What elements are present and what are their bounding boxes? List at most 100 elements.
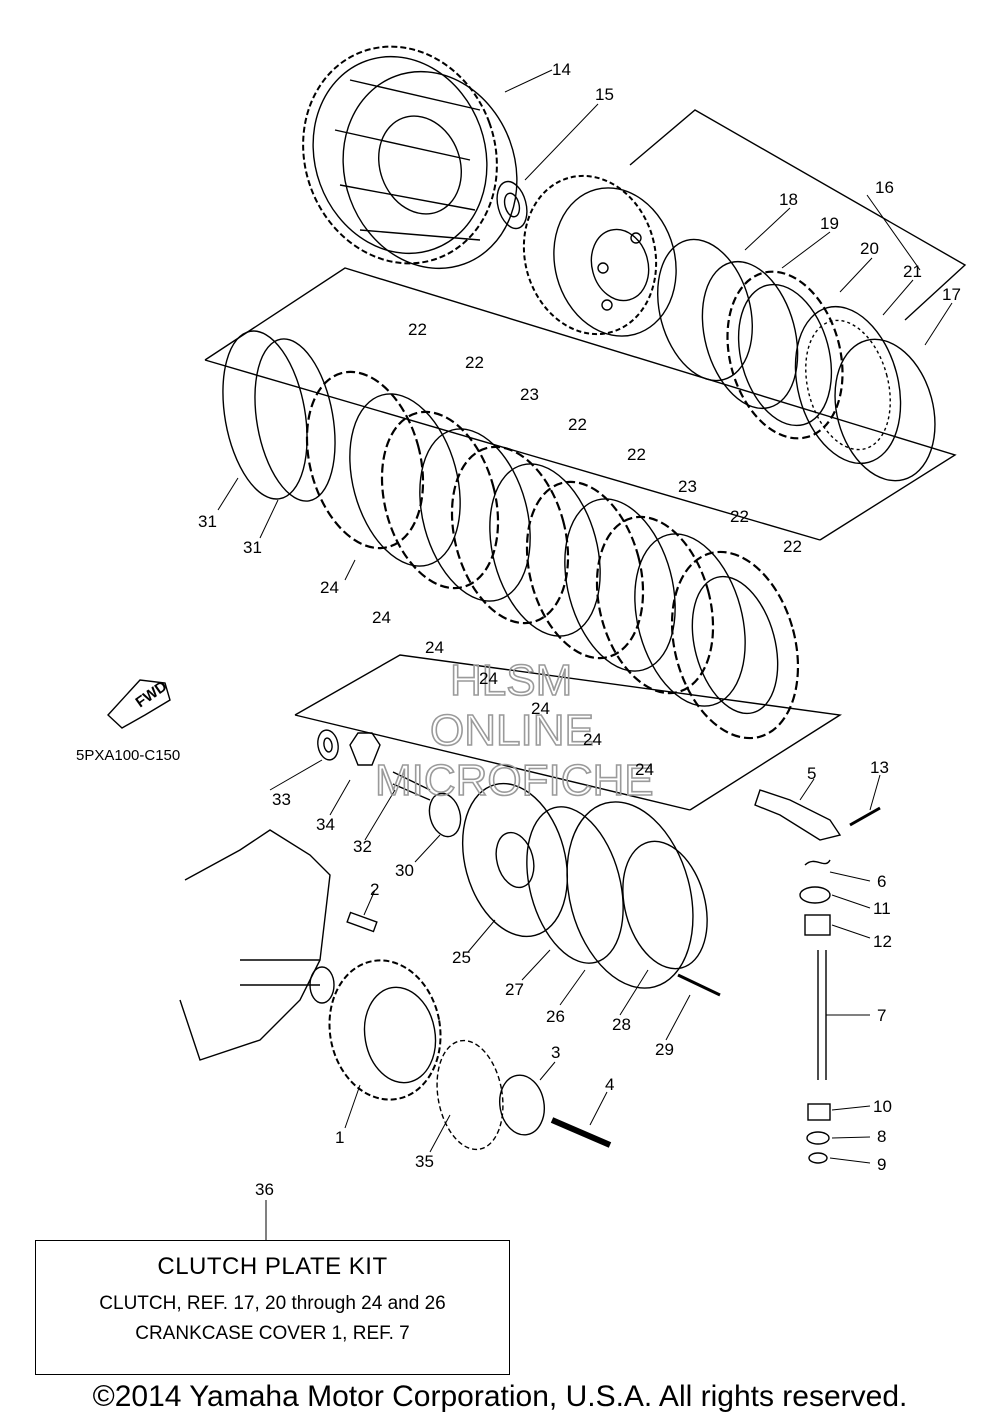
part-31-circlip-b bbox=[254, 338, 336, 502]
part-18-seat-plate bbox=[657, 238, 753, 382]
fwd-arrow-icon bbox=[107, 679, 171, 729]
callout-31-a: 31 bbox=[198, 512, 217, 531]
part-15-thrust-washer bbox=[496, 180, 528, 230]
callout-18: 18 bbox=[779, 190, 798, 209]
callout-12: 12 bbox=[873, 932, 892, 951]
callout-9: 9 bbox=[877, 1155, 886, 1174]
callout-8: 8 bbox=[877, 1127, 886, 1146]
part-16-clutch-boss bbox=[522, 174, 677, 337]
callout-23-b: 23 bbox=[678, 477, 697, 496]
part-9-clip bbox=[808, 1152, 828, 1164]
watermark-line-2: ONLINE bbox=[430, 706, 594, 755]
callout-24-a: 24 bbox=[320, 578, 339, 597]
part-13-bolt bbox=[849, 806, 881, 827]
callout-24-g: 24 bbox=[635, 760, 654, 779]
kit-description-line-1: CLUTCH, REF. 17, 20 through 24 and 26 bbox=[99, 1293, 446, 1314]
callout-22-c: 22 bbox=[568, 415, 587, 434]
callout-6: 6 bbox=[877, 872, 886, 891]
part-5-lever bbox=[754, 789, 842, 841]
callout-30: 30 bbox=[395, 861, 414, 880]
callout-24-f: 24 bbox=[583, 730, 602, 749]
part-4-bolt bbox=[550, 1117, 612, 1148]
callout-22-a: 22 bbox=[408, 320, 427, 339]
callout-22-d: 22 bbox=[627, 445, 646, 464]
part-1-gear-hub bbox=[363, 986, 437, 1084]
part-33-lock-washer-hole bbox=[323, 737, 333, 753]
bracket-16 bbox=[629, 109, 967, 321]
part-20-friction-plate bbox=[726, 270, 844, 440]
watermark-line-3: MICROFICHE bbox=[375, 756, 654, 805]
callout-15: 15 bbox=[595, 85, 614, 104]
part-21-clutch-plate bbox=[794, 305, 902, 465]
callout-29: 29 bbox=[655, 1040, 674, 1059]
part-2-key bbox=[346, 911, 378, 933]
part-28-spring bbox=[622, 840, 708, 970]
part-31-circlip-a bbox=[222, 330, 308, 500]
callout-31-b: 31 bbox=[243, 538, 262, 557]
clutch-plate-kit-box: CLUTCH PLATE KIT CLUTCH, REF. 17, 20 thr… bbox=[35, 1240, 510, 1375]
part-35-plate bbox=[436, 1039, 504, 1151]
callout-22-b: 22 bbox=[465, 353, 484, 372]
callout-7: 7 bbox=[877, 1006, 886, 1025]
bracket-plate-stack bbox=[204, 267, 957, 541]
part-27-circlip bbox=[526, 806, 624, 964]
callout-11: 11 bbox=[873, 899, 891, 918]
main-shaft bbox=[240, 959, 320, 986]
callout-35: 35 bbox=[415, 1152, 434, 1171]
callout-16: 16 bbox=[875, 178, 894, 197]
bracket-pressure bbox=[294, 654, 842, 811]
callout-3: 3 bbox=[551, 1043, 560, 1062]
callout-22-f: 22 bbox=[783, 537, 802, 556]
callout-25: 25 bbox=[452, 948, 471, 967]
callout-32: 32 bbox=[353, 837, 372, 856]
callout-36: 36 bbox=[255, 1180, 274, 1199]
callout-33: 33 bbox=[272, 790, 291, 809]
part-14-clutch-housing bbox=[302, 45, 518, 270]
part-10-bearing bbox=[807, 1103, 831, 1121]
part-12-bearing bbox=[804, 914, 831, 936]
part-33-lock-washer bbox=[317, 729, 339, 761]
callout-14: 14 bbox=[552, 60, 571, 79]
callout-26: 26 bbox=[546, 1007, 565, 1026]
callout-2: 2 bbox=[370, 880, 379, 899]
main-shaft-end bbox=[309, 966, 335, 1004]
part-7-shaft bbox=[817, 950, 827, 1080]
part-34-nut bbox=[349, 732, 381, 766]
part-17-wire-circlip bbox=[834, 338, 936, 482]
callout-1: 1 bbox=[335, 1128, 344, 1147]
callout-5: 5 bbox=[807, 764, 816, 783]
part-8-washer bbox=[806, 1131, 830, 1145]
callout-28: 28 bbox=[612, 1015, 631, 1034]
kit-description-line-2: CRANKCASE COVER 1, REF. 7 bbox=[135, 1323, 410, 1344]
crankcase-outline bbox=[179, 829, 331, 1061]
callout-4: 4 bbox=[605, 1075, 614, 1094]
diagram-code: 5PXA100-C150 bbox=[76, 747, 180, 764]
callout-19: 19 bbox=[820, 214, 839, 233]
callout-23-a: 23 bbox=[520, 385, 539, 404]
callout-27: 27 bbox=[505, 980, 524, 999]
part-6-spring bbox=[804, 859, 831, 866]
part-11-seal bbox=[799, 886, 831, 904]
callout-21: 21 bbox=[903, 262, 922, 281]
leader-lines bbox=[217, 69, 953, 1240]
callout-24-e: 24 bbox=[531, 699, 550, 718]
callout-24-d: 24 bbox=[479, 669, 498, 688]
part-29-bolt bbox=[677, 973, 721, 997]
part-3-washer bbox=[499, 1074, 545, 1136]
plate-stack-22-23-24 bbox=[305, 370, 800, 740]
callout-13: 13 bbox=[870, 758, 889, 777]
bracket-pressure-base bbox=[294, 714, 691, 811]
callout-17: 17 bbox=[942, 285, 961, 304]
part-19-cushion-spring bbox=[701, 260, 799, 410]
watermark-line-1: HLSM bbox=[450, 656, 572, 705]
kit-title: CLUTCH PLATE KIT bbox=[157, 1253, 388, 1280]
copyright-notice: ©2014 Yamaha Motor Corporation, U.S.A. A… bbox=[92, 1380, 908, 1413]
callout-34: 34 bbox=[316, 815, 335, 834]
callout-10: 10 bbox=[873, 1097, 892, 1116]
callout-24-b: 24 bbox=[372, 608, 391, 627]
part-25-center bbox=[495, 831, 535, 889]
callout-22-e: 22 bbox=[730, 507, 749, 526]
part-32-push-rod bbox=[392, 771, 431, 801]
callout-24-c: 24 bbox=[425, 638, 444, 657]
